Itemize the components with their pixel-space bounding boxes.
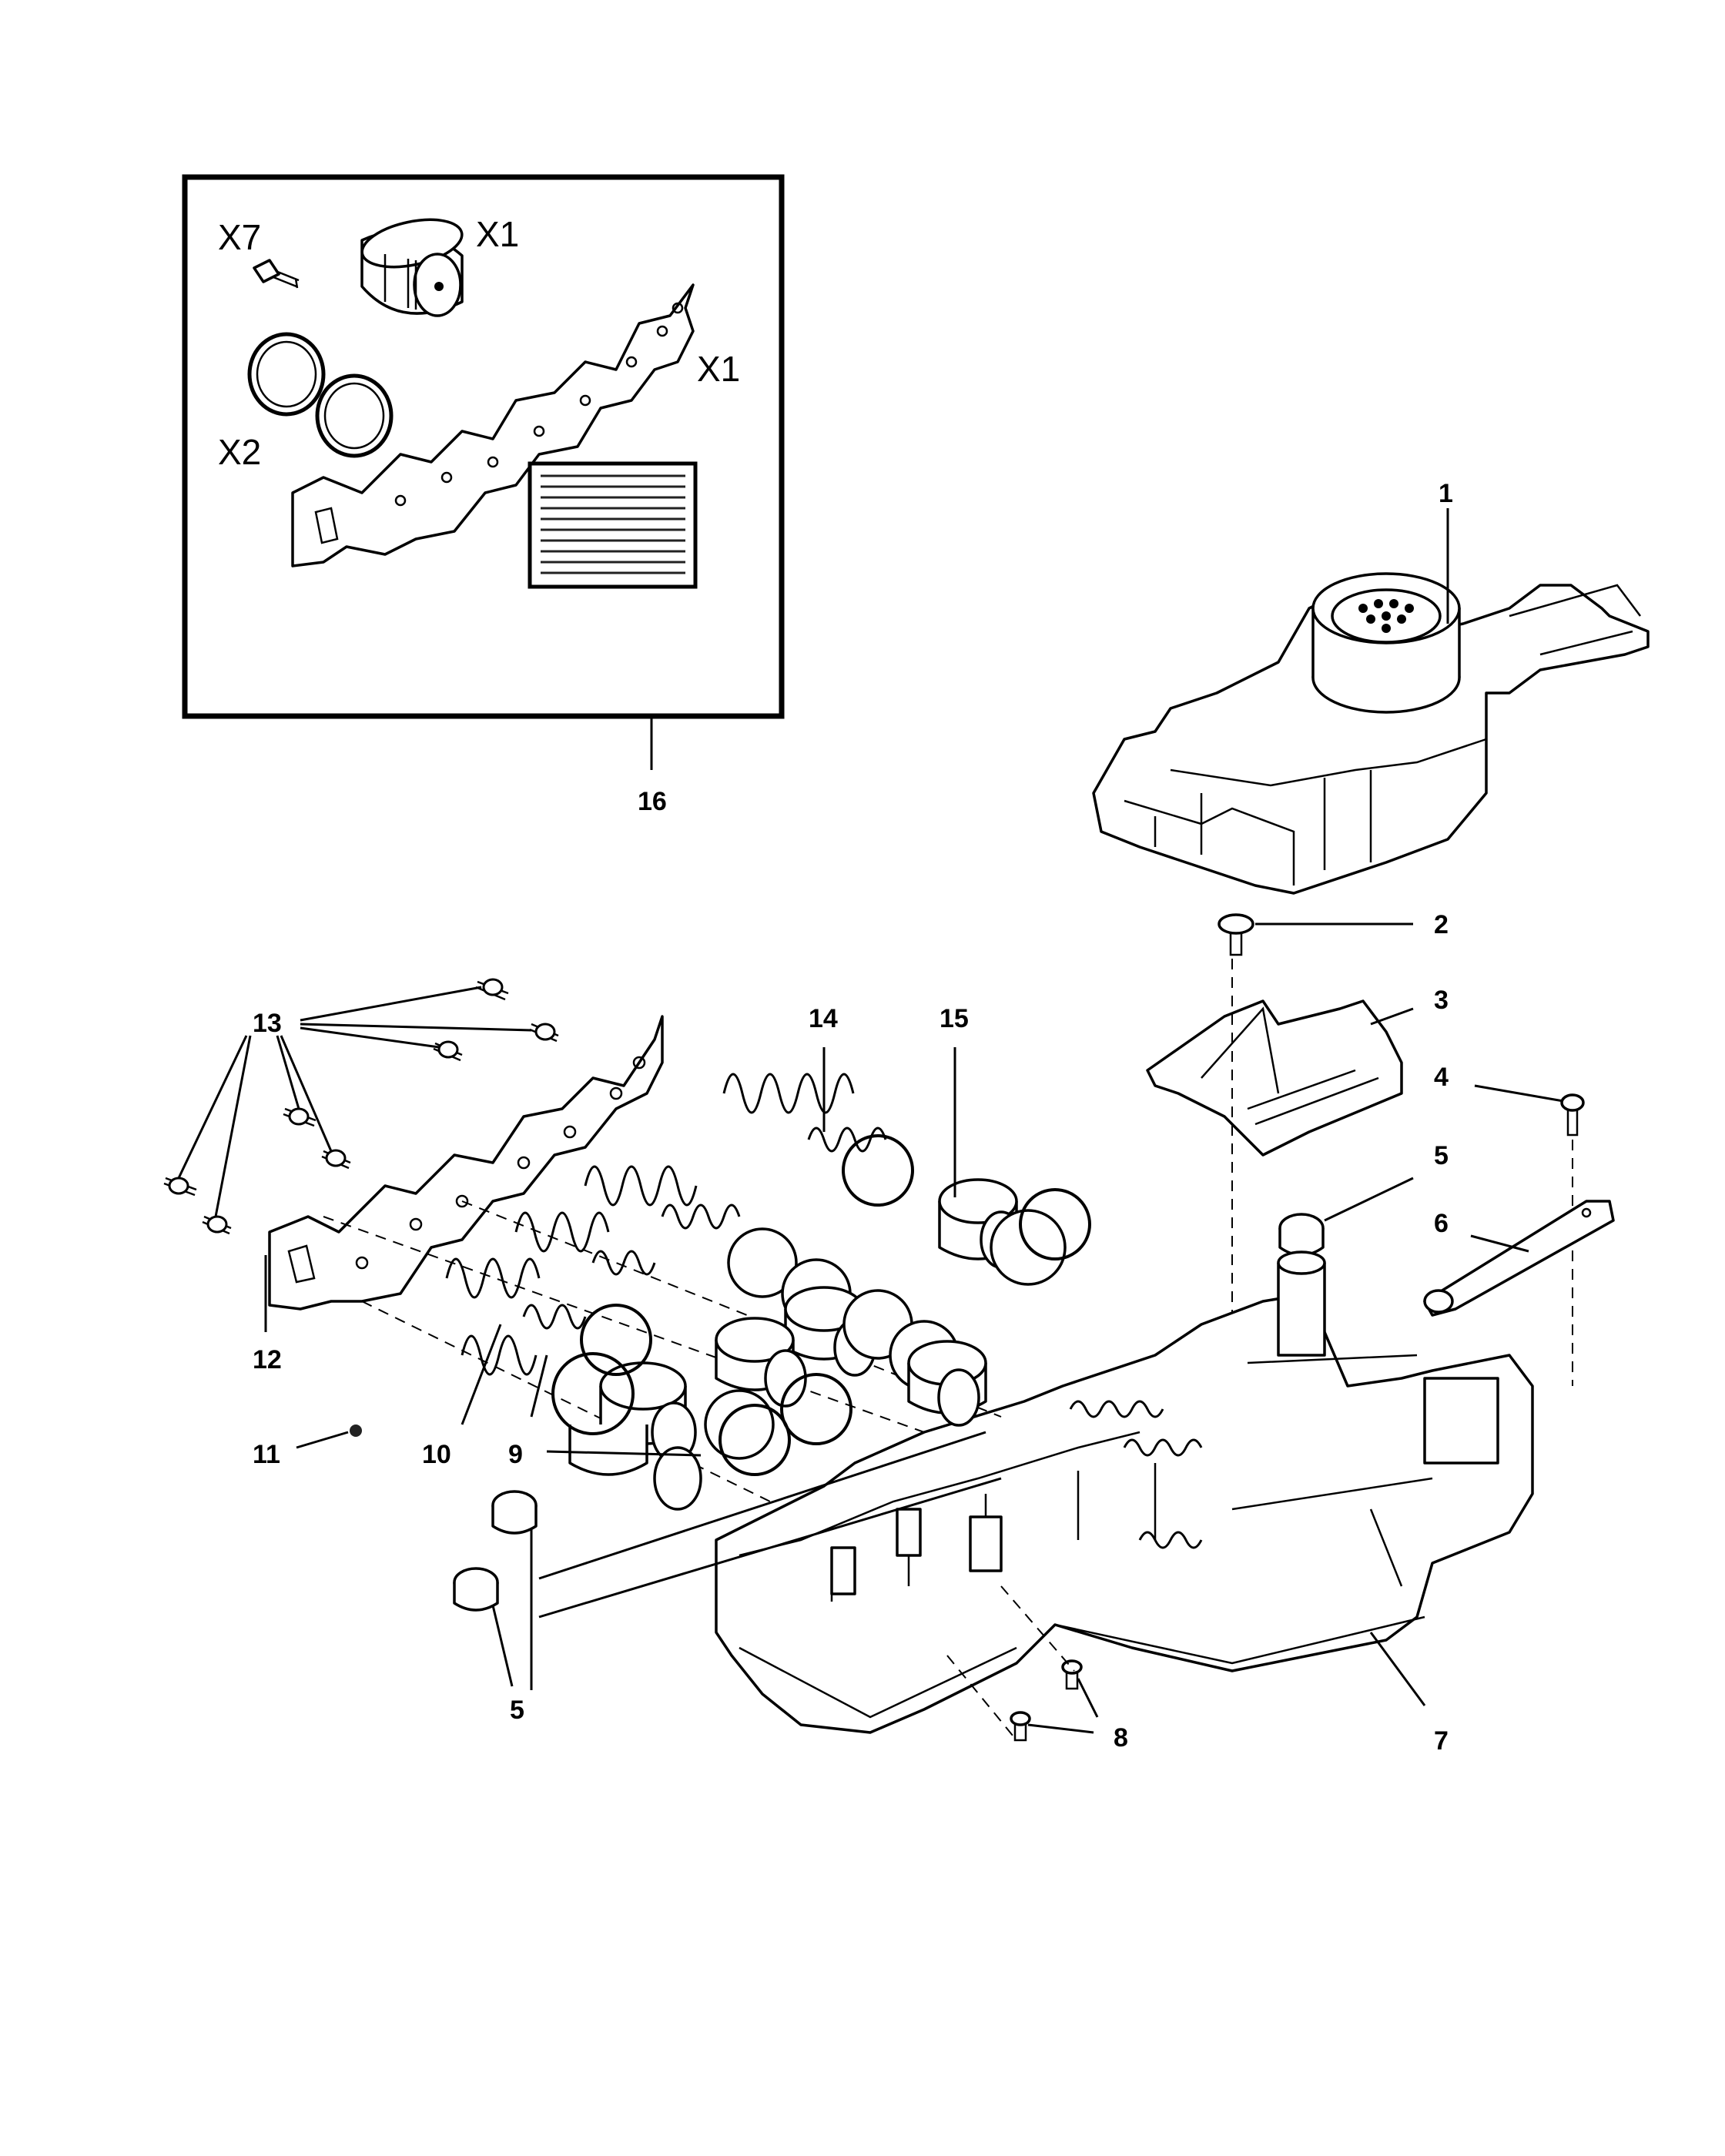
callout-4: 4 (1434, 1063, 1449, 1092)
part-11: 11 (253, 1424, 362, 1469)
kit-instruction-sheet (528, 461, 698, 589)
kit-label-x1-gasket: X1 (697, 349, 740, 389)
callout-1: 1 (1439, 479, 1453, 508)
solenoid-assembly: 1 (1092, 479, 1650, 895)
callout-16: 16 (638, 787, 667, 816)
callout-7: 7 (1434, 1726, 1449, 1756)
manual-lever-6: 6 (1423, 1200, 1615, 1317)
plugs-5-left: 5 (453, 1431, 1002, 1725)
callout-2: 2 (1434, 910, 1449, 939)
callout-11: 11 (253, 1440, 280, 1469)
callout-13: 13 (253, 1009, 282, 1038)
kit-gasket (291, 283, 695, 567)
callout-5-left: 5 (510, 1696, 524, 1725)
springs-and-valves: 14 15 10 9 (422, 1004, 1091, 1511)
screw-2: 2 (1218, 910, 1449, 956)
callout-3: 3 (1434, 986, 1449, 1015)
plug-5-right: 5 (1278, 1141, 1449, 1257)
callout-5-right: 5 (1434, 1141, 1449, 1170)
callout-9: 9 (508, 1440, 523, 1469)
kit-label-x7: X7 (218, 217, 261, 257)
callout-8: 8 (1114, 1723, 1128, 1753)
valve-body-posts (830, 1508, 1003, 1595)
kit-solenoid (360, 218, 464, 317)
callout-12: 12 (253, 1345, 282, 1374)
spring-row-2 (445, 1165, 741, 1376)
check-balls-8: 8 (946, 1585, 1128, 1753)
callout-15: 15 (940, 1004, 969, 1033)
callout-10: 10 (422, 1440, 451, 1469)
valve-body-springs (1069, 1400, 1203, 1549)
callout-6: 6 (1434, 1209, 1449, 1238)
kit-label-x2: X2 (218, 432, 261, 472)
bolts-13: 13 (163, 978, 559, 1235)
spool-valves (568, 1178, 1067, 1511)
kit-label-x1-solenoid: X1 (476, 214, 519, 254)
screw-4: 4 (1434, 1063, 1585, 1137)
kit-screw (253, 259, 300, 289)
detent-bracket-3: 3 (1146, 986, 1449, 1157)
service-kit-inset: X7 X1 X2 (182, 174, 785, 816)
callout-14: 14 (809, 1004, 838, 1033)
kit-o-rings (247, 332, 394, 458)
separator-plate-12: 12 (253, 1015, 664, 1374)
o-rings-9 (551, 1134, 1091, 1476)
